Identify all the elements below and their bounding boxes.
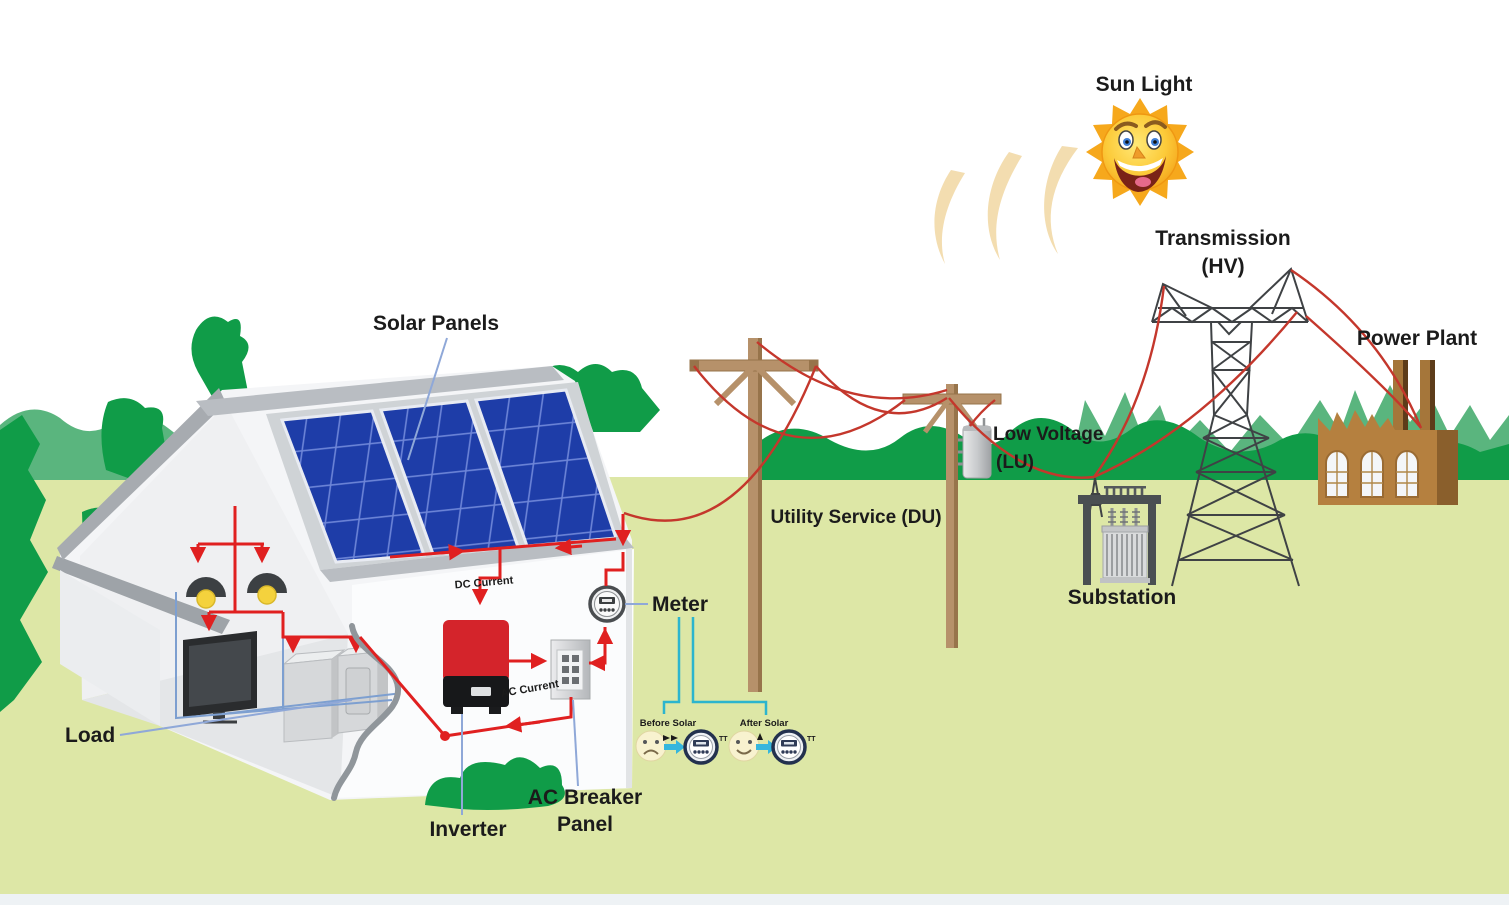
- power-plant: [1318, 360, 1458, 505]
- callout-lines: [119, 337, 648, 815]
- label-sun-light: Sun Light: [1096, 73, 1193, 96]
- exterior-circuit: [358, 514, 632, 741]
- lamp-icon: [186, 573, 287, 609]
- before-solar-group: TT: [635, 729, 728, 765]
- before-meter-mark: TT: [719, 736, 728, 743]
- grid-wires: [693, 269, 1423, 479]
- label-before-solar: Before Solar: [640, 718, 697, 729]
- label-power-plant: Power Plant: [1357, 327, 1477, 350]
- house: [52, 365, 818, 801]
- inverter-unit: [443, 620, 509, 714]
- label-after-solar: After Solar: [740, 718, 789, 729]
- bottom-strip: [0, 894, 1509, 905]
- ac-breaker-unit: [550, 639, 591, 700]
- label-low-voltage: Low Voltage: [993, 424, 1103, 445]
- label-transmission: Transmission: [1155, 227, 1290, 250]
- label-ac-breaker-panel: Panel: [557, 813, 613, 836]
- substation: [1078, 477, 1161, 585]
- labels: Sun Light Transmission (HV) Power Plant …: [65, 73, 1477, 841]
- label-solar-panels: Solar Panels: [373, 312, 499, 335]
- label-dc-current: DC Current: [454, 574, 514, 591]
- label-ac-breaker: AC Breaker: [528, 786, 642, 809]
- meter-brackets: [662, 617, 768, 715]
- interior-circuit: [189, 506, 365, 654]
- front-bush: [425, 757, 565, 810]
- house-meter: [588, 585, 626, 623]
- substation-transformer: [1100, 508, 1150, 583]
- label-substation: Substation: [1068, 586, 1177, 609]
- label-meter: Meter: [652, 593, 708, 616]
- washer-icon: [282, 649, 346, 743]
- transmission-tower: [1151, 267, 1309, 587]
- label-transmission-hv: (HV): [1201, 255, 1244, 278]
- label-utility-service: Utility Service (DU): [770, 507, 941, 528]
- service-drop-wire: [623, 365, 818, 522]
- lv-transformer: [958, 418, 992, 479]
- after-meter-mark: TT: [807, 736, 816, 743]
- label-low-voltage-lu: (LU): [996, 452, 1034, 473]
- before-meter-icon: [683, 729, 719, 765]
- after-solar-group: TT: [728, 729, 816, 765]
- sun-rays: [934, 146, 1078, 264]
- label-inverter: Inverter: [429, 818, 506, 841]
- after-meter-icon: [771, 729, 807, 765]
- sun-icon: [1086, 98, 1194, 206]
- tv-icon: [183, 631, 257, 724]
- label-load: Load: [65, 724, 115, 747]
- load-wires: [175, 592, 421, 720]
- utility-pole-2: [902, 384, 1002, 648]
